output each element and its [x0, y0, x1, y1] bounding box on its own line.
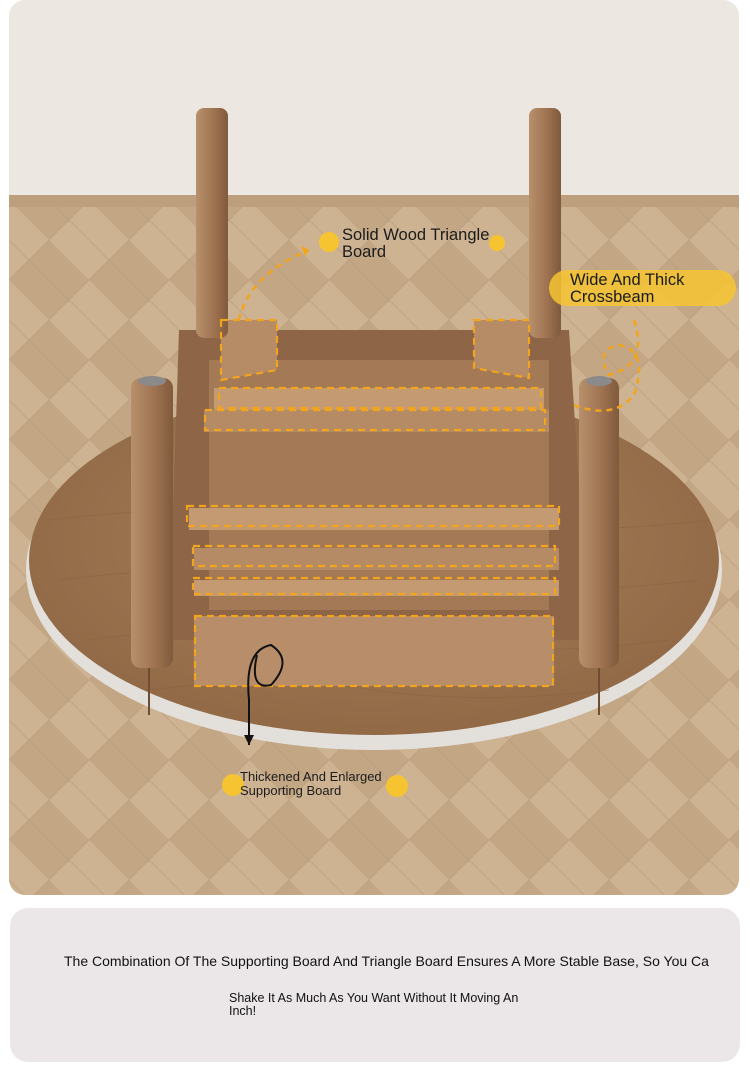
label-dot	[319, 232, 339, 252]
caption-card: The Combination Of The Supporting Board …	[10, 908, 740, 1062]
triangle-board-label: Solid Wood Triangle Board	[342, 226, 490, 262]
crossbeam-arrow	[573, 319, 641, 412]
table-leg-back-right	[529, 108, 561, 338]
crossbeam-label-highlight	[549, 270, 736, 306]
leg-cap	[586, 376, 612, 386]
table-leg-front-right	[579, 378, 619, 668]
crossbeam-label: Wide And Thick Crossbeam	[570, 271, 685, 307]
supporting-board-label: Thickened And Enlarged Supporting Board	[240, 769, 382, 798]
supporting-arrow	[247, 643, 284, 745]
wall	[9, 0, 739, 195]
product-photo: Solid Wood Triangle Board Wide And Thick…	[9, 0, 739, 895]
caption-line-1: The Combination Of The Supporting Board …	[64, 953, 709, 969]
label-dot	[222, 774, 244, 796]
baseboard	[9, 195, 739, 207]
triangle-board-right	[474, 320, 529, 378]
slats	[189, 388, 559, 596]
supporting-board	[194, 616, 554, 686]
supporting-arrowhead	[244, 735, 254, 745]
triangle-arrow	[237, 248, 310, 321]
highlight-outlines	[185, 318, 561, 688]
triangle-arrowhead	[301, 246, 309, 256]
label-dot	[489, 235, 505, 251]
caption-line-2: Shake It As Much As You Want Without It …	[229, 991, 519, 1019]
triangle-board-left	[221, 320, 277, 380]
table-leg-front-left	[131, 378, 173, 668]
leg-cap	[138, 376, 166, 386]
table-leg-back-left	[196, 108, 228, 338]
table-underside-illustration	[9, 0, 739, 895]
label-dot	[386, 775, 408, 797]
